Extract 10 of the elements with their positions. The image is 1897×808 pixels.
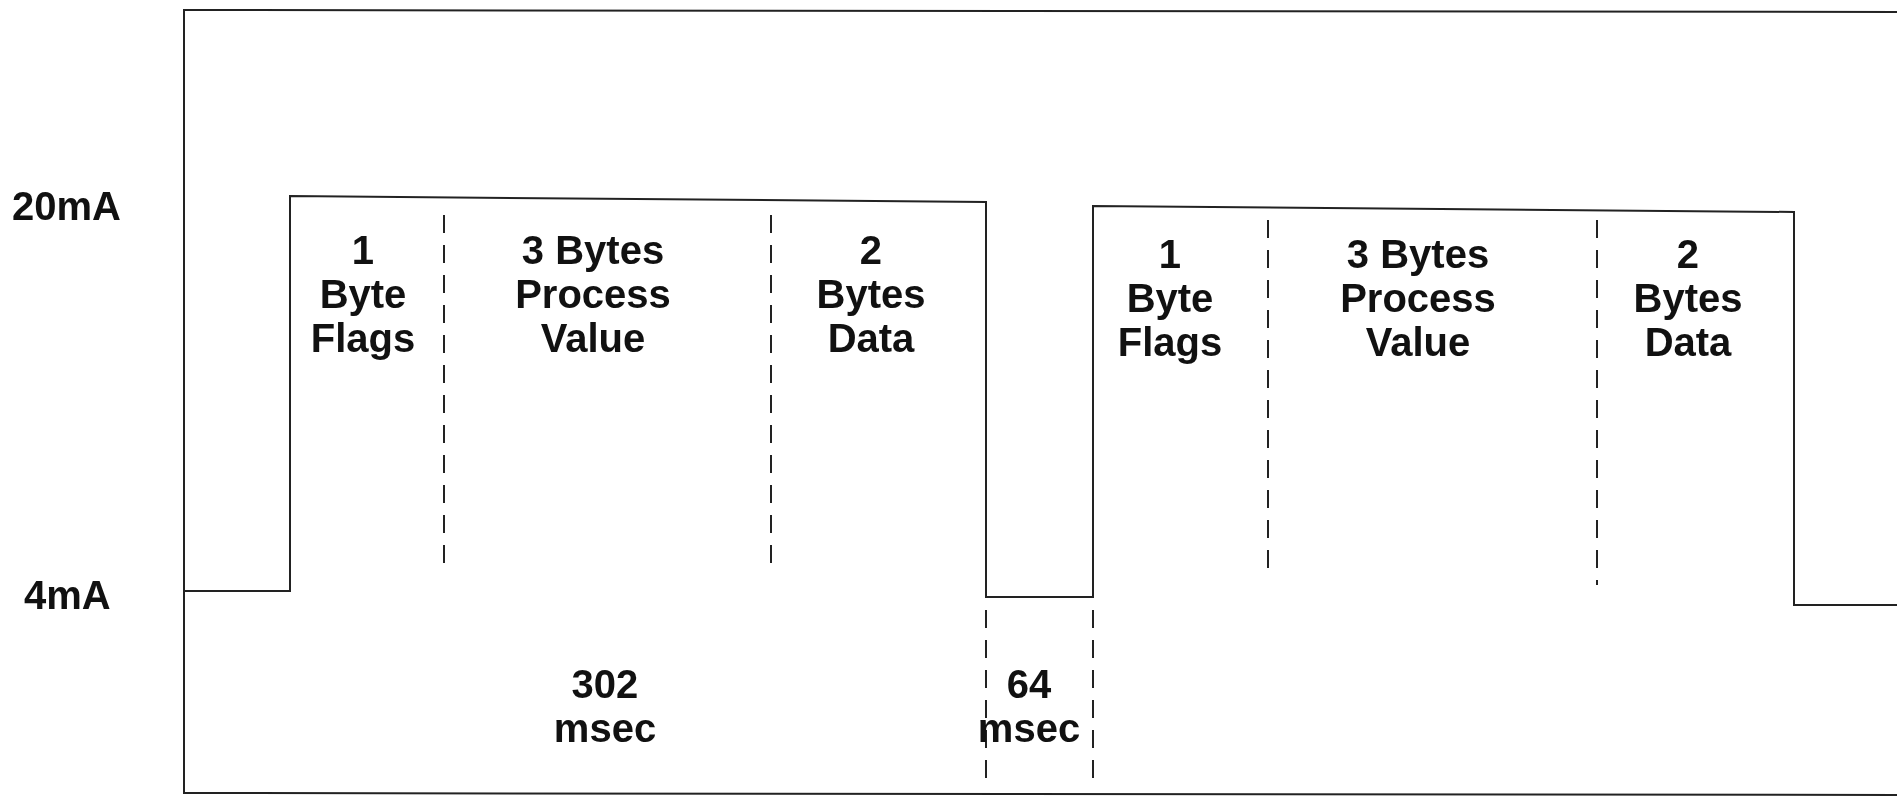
duration-label: 64 msec bbox=[977, 662, 1081, 750]
level-label: 20mA bbox=[12, 184, 121, 228]
field-label: 1 Byte Flags bbox=[310, 228, 416, 360]
field-label: 2 Bytes Data bbox=[816, 228, 926, 360]
level-label: 4mA bbox=[24, 573, 111, 617]
field-label: 1 Byte Flags bbox=[1117, 232, 1223, 364]
field-label: 3 Bytes Process Value bbox=[515, 228, 671, 360]
duration-label: 302 msec bbox=[553, 662, 657, 750]
field-label: 2 Bytes Data bbox=[1633, 232, 1743, 364]
field-label: 3 Bytes Process Value bbox=[1340, 232, 1496, 364]
